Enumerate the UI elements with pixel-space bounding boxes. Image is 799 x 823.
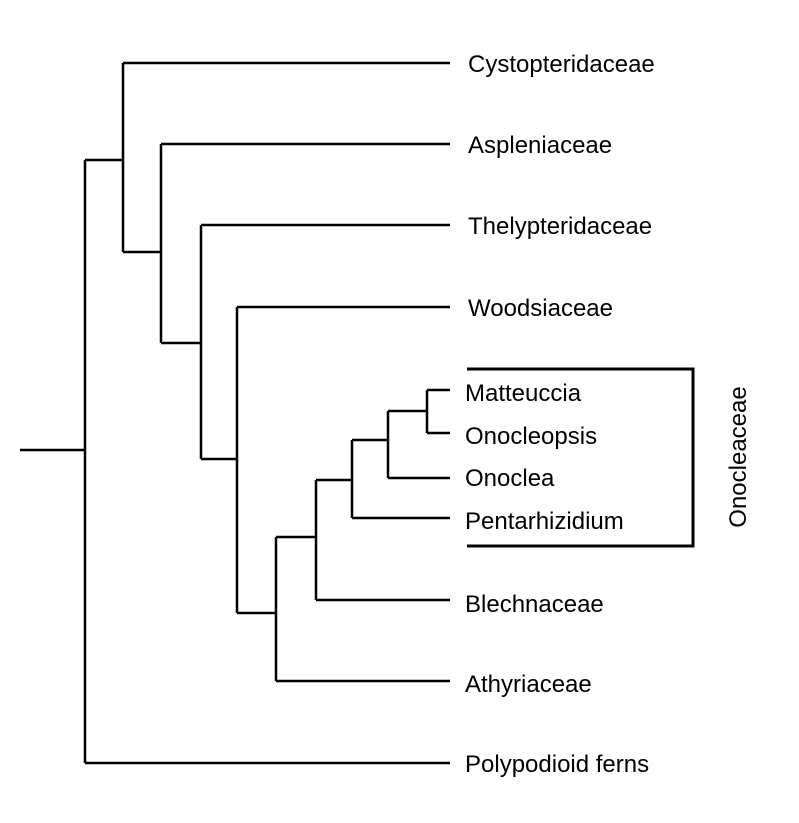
taxon-label: Thelypteridaceae bbox=[468, 213, 652, 240]
branch-node-7 bbox=[314, 478, 450, 602]
branch-node-8 bbox=[350, 438, 450, 520]
taxon-label: Onocleopsis bbox=[465, 423, 597, 450]
taxon-label: Woodsiaceae bbox=[468, 295, 613, 322]
taxon-label: Blechnaceae bbox=[465, 591, 604, 618]
taxon-label: Athyriaceae bbox=[465, 671, 592, 698]
branch-node-1 bbox=[83, 158, 450, 765]
branch-node-3 bbox=[159, 142, 450, 345]
clade-label: Onocleaceae bbox=[725, 386, 752, 527]
branch-node-10 bbox=[425, 388, 450, 435]
branch-node-6 bbox=[274, 535, 450, 683]
branch-node-2 bbox=[121, 61, 450, 254]
tree-branches bbox=[20, 61, 450, 765]
taxon-label: Polypodioid ferns bbox=[465, 751, 649, 778]
taxon-label: Pentarhizidium bbox=[465, 508, 624, 535]
taxon-label: Matteuccia bbox=[465, 380, 582, 407]
taxon-label: Cystopteridaceae bbox=[468, 51, 655, 78]
taxon-label: Aspleniaceae bbox=[468, 132, 612, 159]
branch-node-4 bbox=[199, 223, 450, 461]
branch-node-9 bbox=[386, 409, 450, 480]
taxon-label: Onoclea bbox=[465, 465, 555, 492]
onocleaceae-bracket bbox=[467, 367, 695, 548]
branch-node-5 bbox=[235, 305, 450, 615]
